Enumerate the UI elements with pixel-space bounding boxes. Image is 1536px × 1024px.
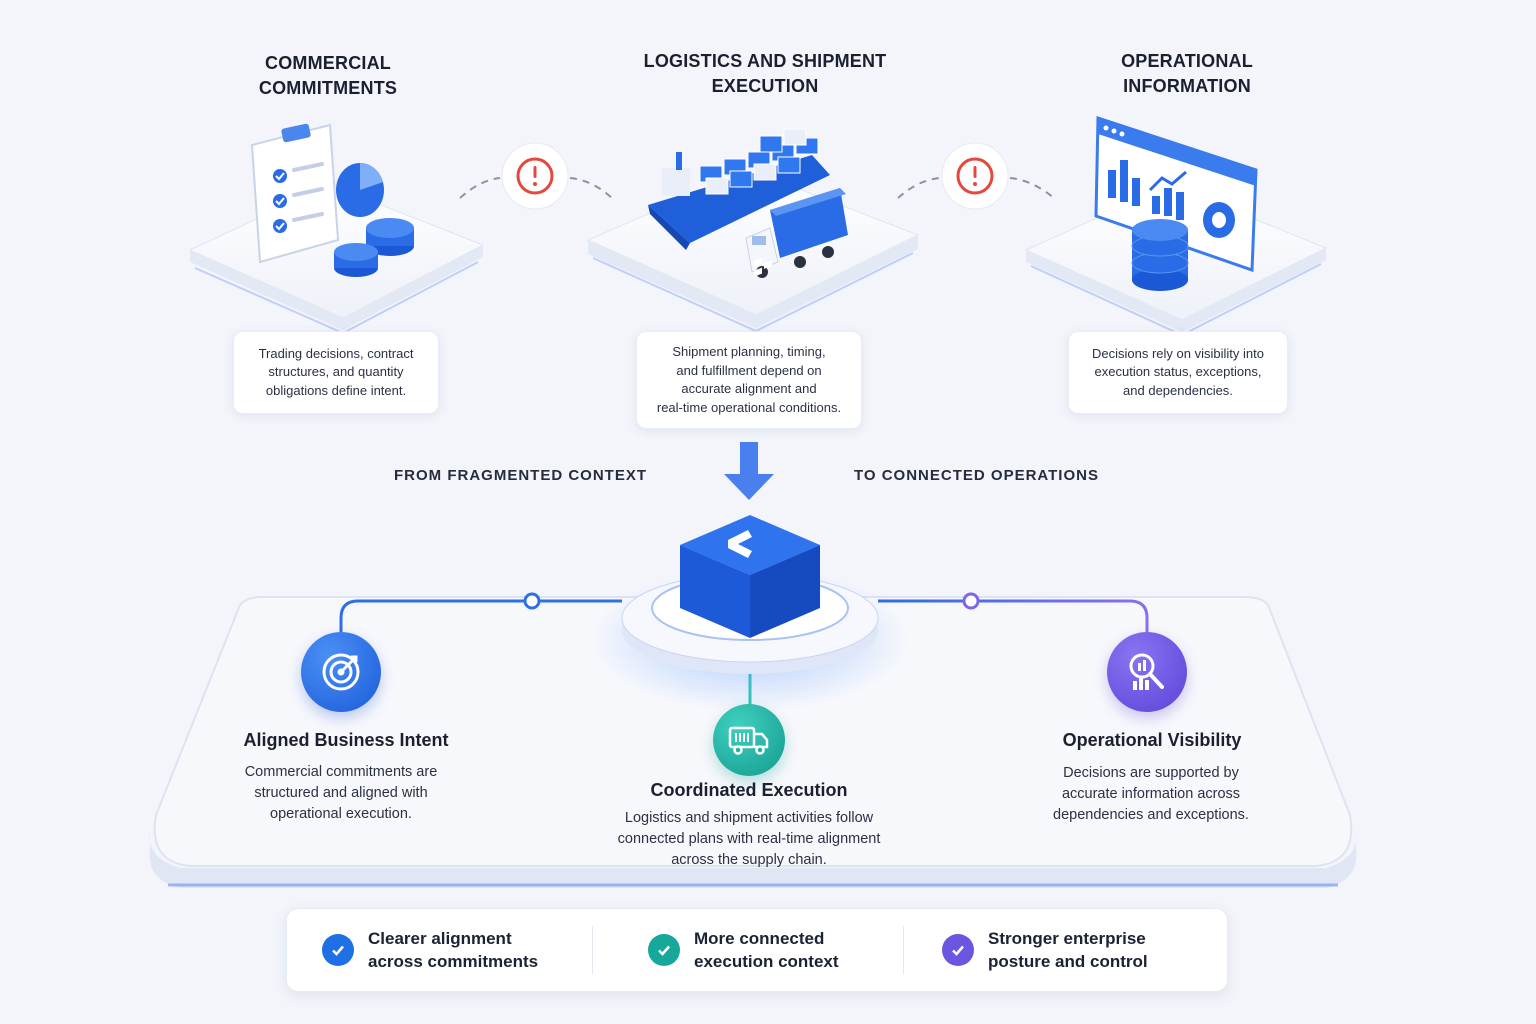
title-line: OPERATIONAL (1121, 51, 1253, 71)
database-icon (1131, 219, 1189, 291)
logistics-description-card: Shipment planning, timing, and fulfillme… (636, 331, 862, 429)
commercial-commitments-title: COMMERCIAL COMMITMENTS (228, 51, 428, 101)
title-line: INFORMATION (1123, 76, 1251, 96)
coordinated-execution-title: Coordinated Execution (650, 780, 848, 800)
desc-line: Logistics and shipment activities follow (624, 810, 874, 826)
target-icon (301, 632, 381, 712)
desc-line: structures, and quantity (268, 364, 404, 380)
coordinated-execution-desc: Logistics and shipment activities follow… (579, 808, 919, 871)
desc-line: and fulfillment depend on (676, 362, 822, 378)
cargo-ship-icon (648, 128, 830, 250)
desc-line: Shipment planning, timing, (672, 344, 826, 359)
benefits-bar (286, 908, 1228, 992)
title-line: LOGISTICS AND SHIPMENT (643, 51, 887, 71)
desc-line: execution status, exceptions, (1094, 364, 1262, 380)
benefit-divider (903, 926, 904, 974)
coins-icon (334, 218, 414, 277)
check-icon (942, 934, 974, 966)
desc-line: Decisions rely on visibility into (1092, 345, 1264, 361)
alert-connector-right (897, 142, 1055, 210)
desc-line: and dependencies. (1123, 382, 1233, 398)
to-connected-label: TO CONNECTED OPERATIONS (854, 467, 1099, 484)
desc-line: dependencies and exceptions. (1053, 807, 1249, 823)
desc-line: structured and aligned with (254, 785, 428, 801)
benefit-line: More connected (694, 929, 825, 948)
desc-line: Decisions are supported by (1063, 765, 1239, 781)
benefit-clearer-alignment: Clearer alignment across commitments (322, 908, 538, 992)
dashboard-icon (1094, 115, 1258, 273)
operational-information-title: OPERATIONAL INFORMATION (1087, 49, 1287, 99)
title-line: COMMITMENTS (258, 78, 398, 98)
operational-visibility-desc: Decisions are supported by accurate info… (1001, 763, 1301, 826)
aligned-business-intent-desc: Commercial commitments are structured an… (191, 762, 491, 825)
down-arrow-icon (724, 442, 774, 500)
clipboard-icon (250, 123, 340, 264)
desc-line: Commercial commitments are (244, 764, 438, 780)
pie-chart-icon (336, 162, 384, 217)
platform-logo-icon (728, 257, 772, 558)
desc-line: obligations define intent. (265, 382, 407, 398)
benefit-divider (592, 926, 593, 974)
benefit-line: execution context (694, 952, 839, 971)
benefit-line: Clearer alignment (368, 929, 512, 948)
information-description-card: Decisions rely on visibility into execut… (1068, 331, 1288, 414)
title-line: EXECUTION (711, 76, 819, 96)
alert-connector-left (459, 142, 613, 210)
central-hub (590, 515, 910, 712)
benefit-connected-context: More connected execution context (648, 908, 839, 992)
check-icon (648, 934, 680, 966)
commercial-description-card: Trading decisions, contract structures, … (233, 331, 439, 414)
aligned-business-intent-title: Aligned Business Intent (243, 730, 449, 750)
from-fragmented-label: FROM FRAGMENTED CONTEXT (394, 467, 647, 484)
desc-line: connected plans with real-time alignment (617, 831, 881, 847)
check-icon (322, 934, 354, 966)
analytics-search-icon (1107, 632, 1187, 712)
benefit-line: across commitments (368, 952, 539, 971)
title-line: COMMERCIAL (265, 53, 391, 73)
desc-line: across the supply chain. (671, 852, 827, 868)
desc-line: operational execution. (270, 806, 412, 822)
benefit-line: posture and control (988, 952, 1148, 971)
logistics-execution-title: LOGISTICS AND SHIPMENT EXECUTION (625, 49, 905, 99)
desc-line: Trading decisions, contract (258, 345, 414, 361)
truck-icon (713, 704, 785, 776)
desc-line: accurate information across (1061, 786, 1241, 802)
desc-line: real-time operational conditions. (656, 399, 842, 415)
desc-line: accurate alignment and (681, 381, 817, 396)
benefit-line: Stronger enterprise (988, 929, 1146, 948)
benefit-enterprise-posture: Stronger enterprise posture and control (942, 908, 1148, 992)
operational-visibility-title: Operational Visibility (1062, 730, 1242, 750)
